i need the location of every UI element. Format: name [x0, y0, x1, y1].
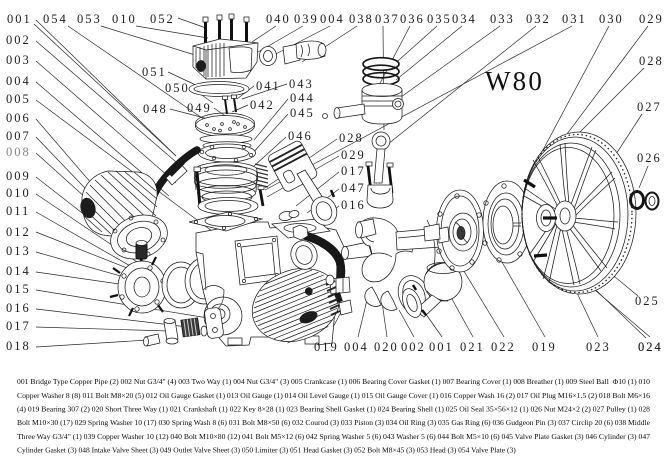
- svg-text:029: 029: [341, 148, 366, 162]
- svg-text:019: 019: [314, 340, 339, 354]
- svg-text:035: 035: [427, 12, 452, 26]
- svg-text:001 Bridge Type Copper Pipe (2: 001 Bridge Type Copper Pipe (2) 002 Nut …: [17, 377, 650, 386]
- svg-text:045: 045: [290, 106, 315, 120]
- svg-text:030: 030: [599, 12, 624, 26]
- svg-text:054: 054: [43, 12, 68, 26]
- svg-text:050: 050: [165, 81, 190, 95]
- svg-text:027: 027: [637, 100, 662, 114]
- svg-text:032: 032: [526, 12, 551, 26]
- svg-text:001: 001: [7, 12, 32, 26]
- svg-text:Bolt M10×30 (17) 029 Spring Wa: Bolt M10×30 (17) 029 Spring Washer 10 (1…: [17, 418, 651, 427]
- svg-text:007: 007: [6, 129, 31, 143]
- svg-text:021: 021: [460, 340, 485, 354]
- svg-text:014: 014: [6, 264, 31, 278]
- svg-text:Copper Washer 8 (8) 011 Bolt M: Copper Washer 8 (8) 011 Bolt M8×20 (5) 0…: [17, 391, 650, 400]
- svg-text:024: 024: [638, 340, 663, 354]
- svg-text:049: 049: [187, 101, 212, 115]
- svg-text:040: 040: [266, 12, 291, 26]
- svg-text:043: 043: [289, 77, 314, 91]
- svg-text:042: 042: [250, 98, 275, 112]
- svg-text:002: 002: [6, 33, 31, 47]
- svg-text:017: 017: [341, 164, 366, 178]
- svg-text:017: 017: [6, 319, 31, 333]
- svg-text:029: 029: [639, 12, 664, 26]
- svg-text:047: 047: [341, 181, 366, 195]
- svg-text:004: 004: [320, 12, 345, 26]
- svg-text:048: 048: [143, 102, 168, 116]
- svg-text:019: 019: [532, 340, 557, 354]
- svg-text:051: 051: [142, 65, 167, 79]
- svg-text:022: 022: [491, 340, 516, 354]
- svg-text:028: 028: [339, 131, 364, 145]
- svg-text:016: 016: [6, 301, 31, 315]
- svg-text:023: 023: [586, 340, 611, 354]
- svg-text:005: 005: [6, 92, 31, 106]
- svg-text:010: 010: [112, 12, 137, 26]
- svg-text:006: 006: [6, 111, 31, 125]
- svg-text:052: 052: [150, 12, 175, 26]
- svg-text:024: 024: [638, 340, 663, 354]
- svg-text:011: 011: [6, 204, 30, 218]
- svg-text:009: 009: [6, 169, 31, 183]
- svg-text:044: 044: [290, 91, 315, 105]
- svg-text:008: 008: [6, 145, 31, 159]
- svg-text:053: 053: [77, 12, 102, 26]
- svg-text:039: 039: [294, 12, 319, 26]
- svg-text:W80: W80: [485, 66, 544, 96]
- svg-text:028: 028: [639, 54, 664, 68]
- svg-text:003: 003: [6, 53, 31, 67]
- svg-text:015: 015: [6, 282, 31, 296]
- svg-text:037: 037: [375, 12, 400, 26]
- svg-text:Three Way G3/4" (1) 039 Copper: Three Way G3/4" (1) 039 Copper Washer 10…: [17, 432, 650, 441]
- svg-text:001: 001: [429, 340, 454, 354]
- svg-text:036: 036: [400, 12, 425, 26]
- svg-text:013: 013: [6, 244, 31, 258]
- svg-text:041: 041: [256, 79, 281, 93]
- svg-text:010: 010: [6, 186, 31, 200]
- svg-text:004: 004: [344, 340, 369, 354]
- svg-text:026: 026: [637, 151, 662, 165]
- svg-text:012: 012: [6, 225, 31, 239]
- svg-text:004: 004: [6, 74, 31, 88]
- svg-text:(4) 019 Bearing 307 (2) 020 Sh: (4) 019 Bearing 307 (2) 020 Short Three …: [17, 405, 650, 414]
- svg-text:016: 016: [341, 198, 366, 212]
- svg-text:002: 002: [401, 340, 426, 354]
- svg-text:031: 031: [562, 12, 587, 26]
- svg-text:025: 025: [635, 294, 660, 308]
- svg-text:046: 046: [288, 129, 313, 143]
- svg-text:033: 033: [490, 12, 515, 26]
- svg-text:018: 018: [6, 339, 31, 353]
- svg-text:Cylinder Gasket (3) 048 Intake: Cylinder Gasket (3) 048 Intake Valve She…: [17, 446, 516, 455]
- svg-text:020: 020: [374, 340, 399, 354]
- svg-text:034: 034: [452, 12, 477, 26]
- svg-text:038: 038: [349, 12, 374, 26]
